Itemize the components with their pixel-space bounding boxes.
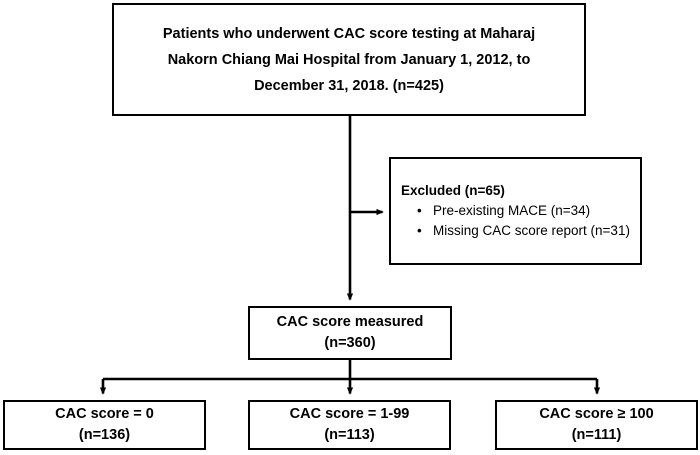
- enrolled-line-2: Nakorn Chiang Mai Hospital from January …: [167, 51, 531, 68]
- excluded-box: Excluded (n=65) Pre-existing MACE (n=34)…: [389, 157, 642, 265]
- excluded-reason-list: Pre-existing MACE (n=34) Missing CAC sco…: [401, 201, 630, 241]
- cac-measured-count: (n=360): [324, 335, 376, 351]
- cac-score-ge-100-box: CAC score ≥ 100 (n=111): [495, 400, 698, 450]
- enrolled-line-3: December 31, 2018. (n=425): [254, 77, 444, 94]
- cac-score-zero-box: CAC score = 0 (n=136): [3, 400, 206, 450]
- cac-score-zero-label: CAC score = 0: [55, 406, 154, 422]
- enrolled-line-1: Patients who underwent CAC score testing…: [162, 25, 536, 42]
- cac-score-1-99-box: CAC score = 1-99 (n=113): [248, 400, 451, 450]
- cac-measured-label: CAC score measured: [276, 314, 424, 330]
- cac-score-1-99-count: (n=113): [324, 427, 375, 443]
- cac-score-zero-count: (n=136): [78, 427, 131, 443]
- cac-measured-box: CAC score measured (n=360): [248, 306, 452, 360]
- cac-score-ge-100-count: (n=111): [571, 427, 622, 443]
- excluded-reason-item: Missing CAC score report (n=31): [417, 221, 630, 241]
- cac-score-1-99-label: CAC score = 1-99: [289, 406, 410, 422]
- enrolled-box: Patients who underwent CAC score testing…: [112, 3, 586, 116]
- cac-score-ge-100-label: CAC score ≥ 100: [539, 406, 654, 422]
- excluded-reason-item: Pre-existing MACE (n=34): [417, 201, 630, 221]
- excluded-title: Excluded (n=65): [401, 183, 505, 198]
